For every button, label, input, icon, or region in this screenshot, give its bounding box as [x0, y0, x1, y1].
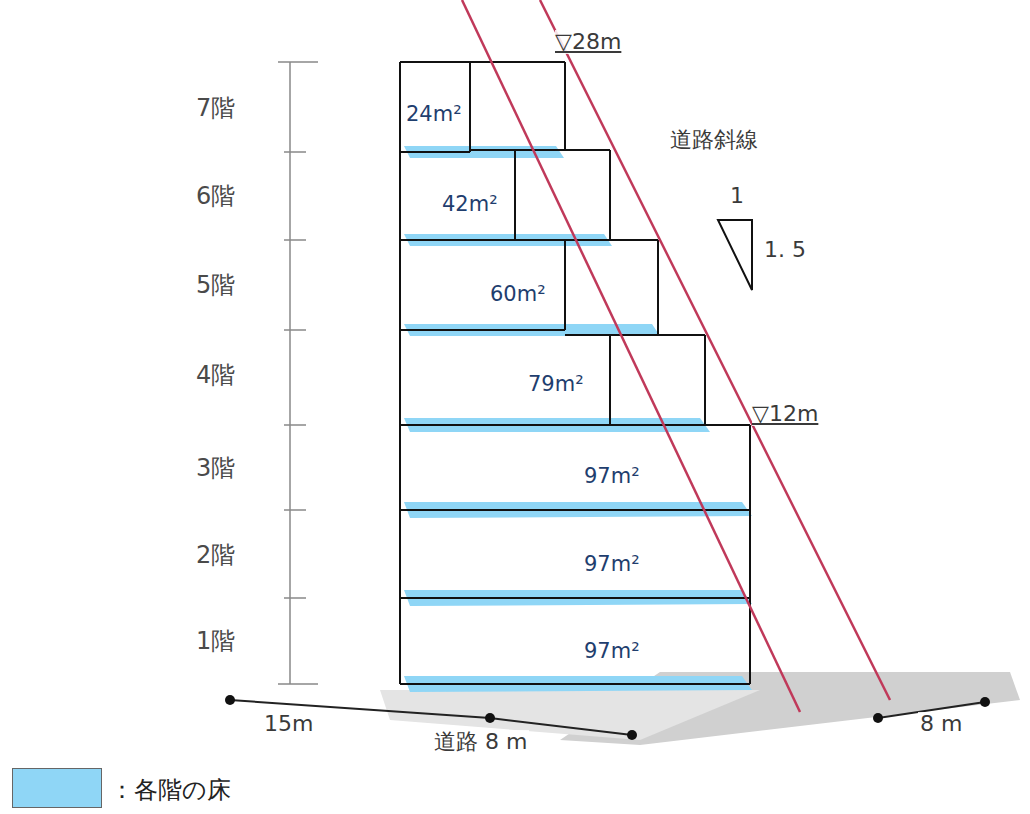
building-outline [400, 62, 750, 684]
slope-value: 1. 5 [762, 238, 808, 262]
dimension-label: 道路 8 m [432, 730, 529, 754]
dimension-lines [230, 700, 985, 735]
floor-area: 60m² [488, 283, 548, 306]
level-mark: ▽12m [752, 402, 818, 426]
slope-value: 1 [728, 184, 746, 208]
road-slant-lines [462, 0, 890, 712]
dimension-label: 8 m [918, 712, 964, 736]
floor-label: 5階 [196, 272, 235, 298]
floor-label: 6階 [196, 183, 235, 209]
floor-area: 24m² [404, 103, 464, 126]
floor-area: 42m² [440, 193, 500, 216]
level-mark: ▽28m [555, 30, 621, 54]
slant-label: 道路斜線 [668, 128, 760, 152]
floor-label: 1階 [196, 628, 235, 654]
floor-slabs [404, 146, 752, 692]
floor-label: 7階 [196, 95, 235, 121]
floor-area: 79m² [526, 373, 586, 396]
legend-text: ：各階の床 [110, 774, 231, 806]
slope-triangle [718, 220, 752, 290]
floor-label: 3階 [196, 455, 235, 481]
floor-label: 4階 [196, 362, 235, 388]
floor-area: 97m² [582, 640, 642, 663]
legend-swatch [12, 768, 102, 808]
height-scale [278, 62, 318, 684]
floor-area: 97m² [582, 553, 642, 576]
dimension-dots [225, 695, 990, 740]
floor-label: 2階 [196, 542, 235, 568]
dimension-label: 15m [262, 712, 315, 736]
floor-area: 97m² [582, 465, 642, 488]
